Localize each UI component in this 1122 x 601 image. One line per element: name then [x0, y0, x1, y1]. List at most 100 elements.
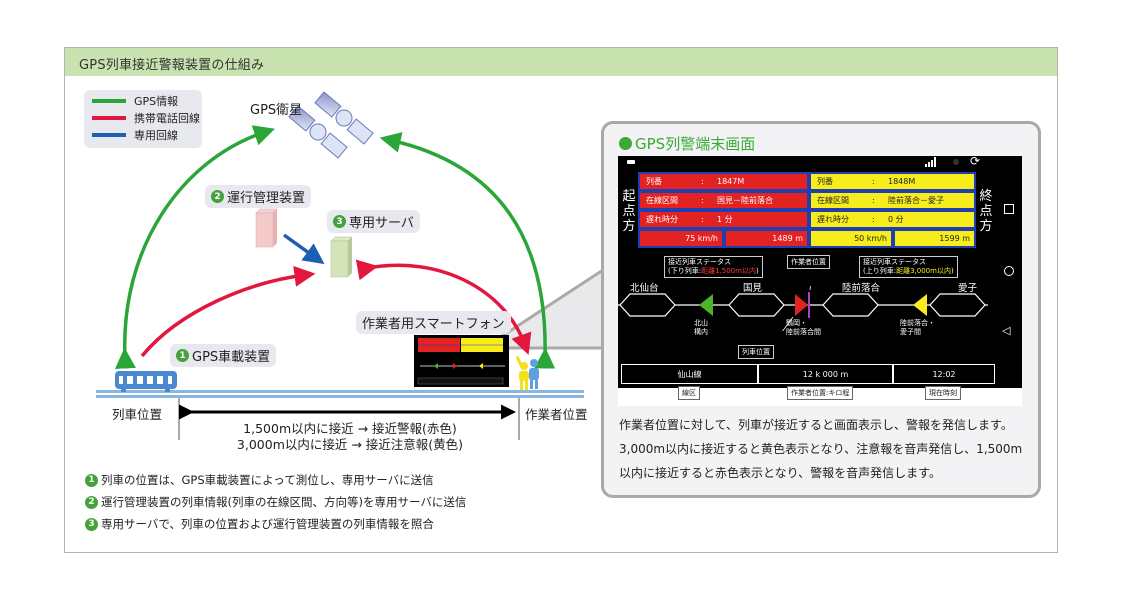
smartphone-icon	[414, 335, 509, 387]
server-label: 3 専用サーバ	[327, 210, 420, 233]
start-direction-label: 起点方	[622, 189, 636, 234]
server-icon	[330, 236, 353, 278]
train-icon	[115, 371, 177, 392]
ops-system-text: 運行管理装置	[227, 191, 306, 206]
satellite-icon	[288, 105, 348, 159]
red-section-label: 鶴岡・ 陸前落合間	[786, 319, 821, 337]
status-heading: 接近列車ステータス	[863, 258, 926, 266]
right-train-no: 1848M	[888, 177, 916, 186]
note-item: 1 列車の位置は、GPS車載装置によって測位し、専用サーバに送信	[85, 472, 434, 488]
right-section-row: 在線区間 : 陸前落合－愛子	[809, 191, 976, 210]
range-warning-text: 1,500m以内に接近 → 接近警報(赤色)	[243, 421, 457, 436]
line-name-label: 線区	[678, 386, 700, 400]
back-nav-icon[interactable]: ◁	[1002, 324, 1011, 337]
note-text: 専用サーバで、列車の位置および運行管理装置の列車情報を照合	[101, 517, 434, 531]
station-block	[929, 293, 986, 317]
page-title: GPS列車接近警報装置の仕組み	[79, 58, 265, 73]
range-caution-text: 3,000m以内に接近 → 接近注意報(黄色)	[236, 437, 464, 452]
gps-arrow-train	[114, 125, 275, 369]
station-label: 陸前落合	[842, 283, 881, 294]
station-block	[619, 293, 676, 317]
station-block	[728, 293, 785, 317]
station-label: 北仙台	[630, 283, 659, 294]
worker-km-value: 12 k 000 m	[758, 364, 893, 384]
mobile-arrow-train	[140, 265, 316, 358]
left-approach-status: 接近列車ステータス (下り列車:距離1,500m以内)	[664, 256, 763, 278]
right-train-distance: 1599 m	[893, 229, 976, 248]
field-label: 在線区間	[817, 196, 849, 205]
bullet-icon	[619, 137, 632, 150]
colon: :	[701, 177, 704, 186]
square-nav-icon[interactable]	[1004, 204, 1014, 214]
legend-item-gps: GPS情報	[92, 93, 178, 109]
note-item: 3 専用サーバで、列車の位置および運行管理装置の列車情報を照合	[85, 516, 434, 532]
signal-icon	[925, 157, 936, 167]
colon: :	[701, 215, 704, 224]
mobile-arrow-worker	[355, 259, 532, 355]
gps-arrow-worker	[379, 132, 556, 369]
status-heading: 接近列車ステータス	[668, 258, 731, 266]
red-train-marker	[795, 294, 808, 316]
line-name-value: 仙山線	[621, 364, 758, 384]
worker-position-label: 作業者位置	[525, 407, 588, 422]
colon: :	[872, 196, 875, 205]
battery-icon	[627, 160, 635, 164]
terminal-title: GPS列警端末画面	[619, 133, 755, 154]
left-train-no: 1847M	[717, 177, 745, 186]
colon: :	[701, 196, 704, 205]
right-approach-status: 接近列車ステータス (上り列車:距離3,000m以内)	[859, 256, 958, 278]
left-train-no-row: 列番 : 1847M	[638, 172, 809, 191]
section-text: 北山	[694, 319, 708, 327]
station-block	[822, 293, 879, 317]
note-text: 列車の位置は、GPS車載装置によって測位し、専用サーバに送信	[101, 473, 434, 487]
worker-position-tag: 作業者位置	[787, 255, 830, 269]
dedicated-arrow	[282, 233, 325, 265]
right-train-section: 陸前落合－愛子	[888, 196, 944, 205]
number-badge: 3	[333, 215, 346, 228]
status-detail: (上り列車:距離3,000m以内)	[863, 267, 954, 276]
number-badge: 2	[85, 495, 98, 509]
circle-nav-icon[interactable]	[1004, 266, 1014, 276]
field-label: 列番	[817, 177, 833, 186]
number-badge: 3	[85, 517, 98, 531]
description-line: 以内に接近すると赤色表示となり、警報を音声発信します。	[619, 466, 941, 480]
description-line: 3,000m以内に接近すると黄色表示となり、注意報を音声発信し、1,500m	[619, 442, 1023, 456]
green-section-label: 北山 構内	[694, 319, 708, 337]
right-train-no-row: 列番 : 1848M	[809, 172, 976, 191]
field-label: 在線区間	[646, 196, 678, 205]
colon: :	[872, 177, 875, 186]
rail	[96, 395, 584, 398]
terminal-title-text: GPS列警端末画面	[635, 135, 756, 153]
status-suffix: )	[950, 267, 954, 275]
workers-icon	[515, 355, 539, 390]
legend-item-mobile: 携帯電話回線	[92, 110, 200, 126]
number-badge: 1	[176, 349, 189, 362]
section-text: 鶴岡・	[786, 319, 807, 327]
note-item: 2 運行管理装置の列車情報(列車の在線区間、方向等)を専用サーバに送信	[85, 494, 466, 510]
status-prefix: (上り列車:	[863, 267, 897, 275]
onboard-text: GPS車載装置	[192, 350, 271, 365]
field-label: 遅れ時分	[646, 215, 678, 224]
status-distance-yellow: 距離3,000m以内	[896, 267, 951, 275]
number-badge: 2	[211, 190, 224, 203]
mobile-line-swatch	[92, 116, 126, 120]
smartphone-text: 作業者用スマートフォン	[362, 317, 505, 332]
smartphone-label: 作業者用スマートフォン	[356, 311, 511, 334]
left-train-delay: 1 分	[717, 215, 733, 224]
status-suffix: )	[755, 267, 759, 275]
status-prefix: (下り列車:	[668, 267, 702, 275]
colon: :	[872, 215, 875, 224]
section-text: 構内	[694, 328, 708, 336]
worker-km-label: 作業者位置:キロ程	[787, 386, 854, 400]
onboard-label: 1 GPS車載装置	[170, 344, 277, 367]
ops-system-icon	[255, 208, 278, 248]
status-distance-red: 距離1,500m以内	[701, 267, 756, 275]
rail	[96, 390, 584, 393]
left-train-speed: 75 km/h	[638, 229, 724, 248]
section-text: 陸前落合・	[900, 319, 935, 327]
status-detail: (下り列車:距離1,500m以内)	[668, 267, 759, 276]
field-label: 列番	[646, 177, 662, 186]
end-direction-label: 終点方	[979, 189, 993, 234]
section-text: 愛子間	[900, 328, 921, 336]
refresh-icon[interactable]: ⟳	[970, 154, 981, 168]
